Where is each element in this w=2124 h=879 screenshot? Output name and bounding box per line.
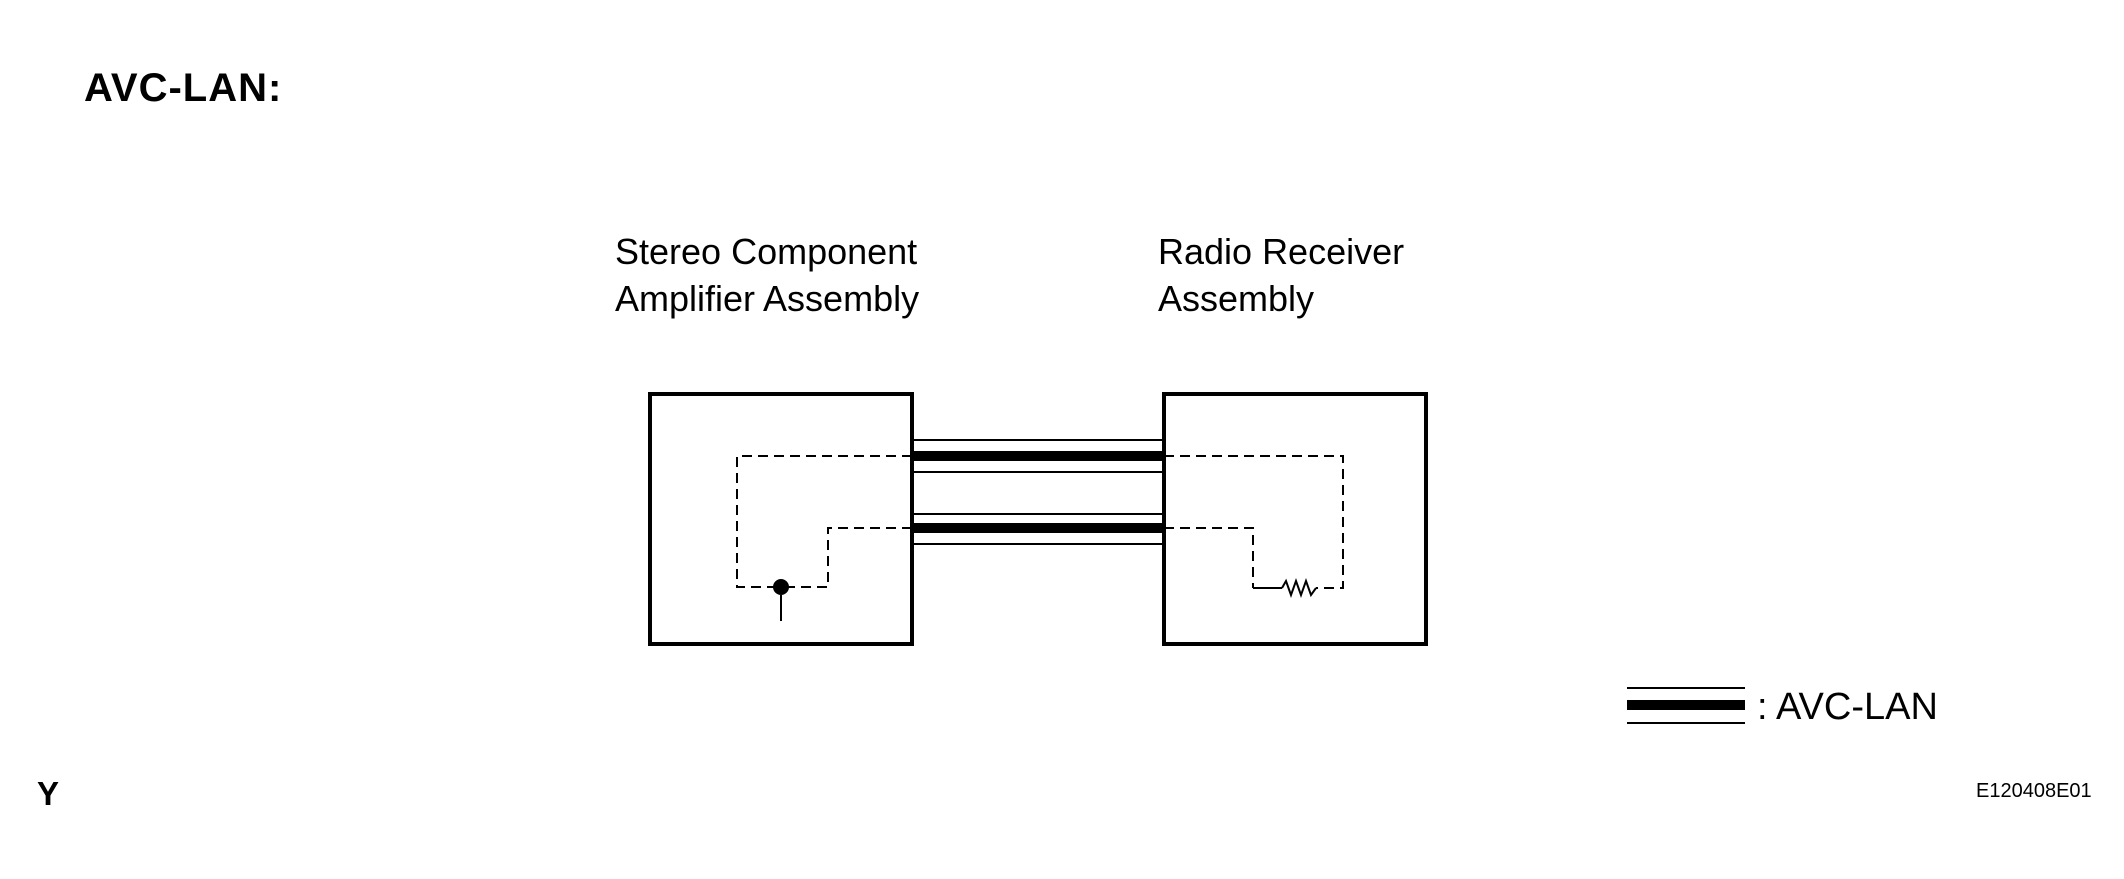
radio-receiver-box [1162, 392, 1428, 646]
stereo-amplifier-label-line2: Amplifier Assembly [615, 278, 920, 319]
stereo-amplifier-internal-circuit [736, 455, 912, 588]
resistor-icon [1281, 578, 1317, 598]
avc-lan-bus-lower [912, 513, 1164, 545]
radio-receiver-label-line1: Radio Receiver [1158, 231, 1405, 272]
figure-id: E120408E01 [1976, 780, 2092, 802]
avc-lan-legend-icon [1627, 687, 1745, 724]
stereo-amplifier-label: Stereo Component Amplifier Assembly [615, 228, 919, 322]
avc-lan-legend-label: : AVC-LAN [1757, 686, 1938, 728]
stereo-amplifier-label-line1: Stereo Component [615, 231, 918, 272]
ground-node-icon [773, 579, 789, 621]
radio-receiver-label: Radio Receiver Assembly [1158, 228, 1404, 322]
avc-lan-bus-upper [912, 439, 1164, 473]
radio-receiver-label-line2: Assembly [1158, 278, 1315, 319]
diagram-title: AVC-LAN: [84, 66, 283, 110]
radio-receiver-internal-circuit [1164, 455, 1344, 589]
stereo-amplifier-box [648, 392, 914, 646]
corner-mark: Y [37, 775, 60, 812]
